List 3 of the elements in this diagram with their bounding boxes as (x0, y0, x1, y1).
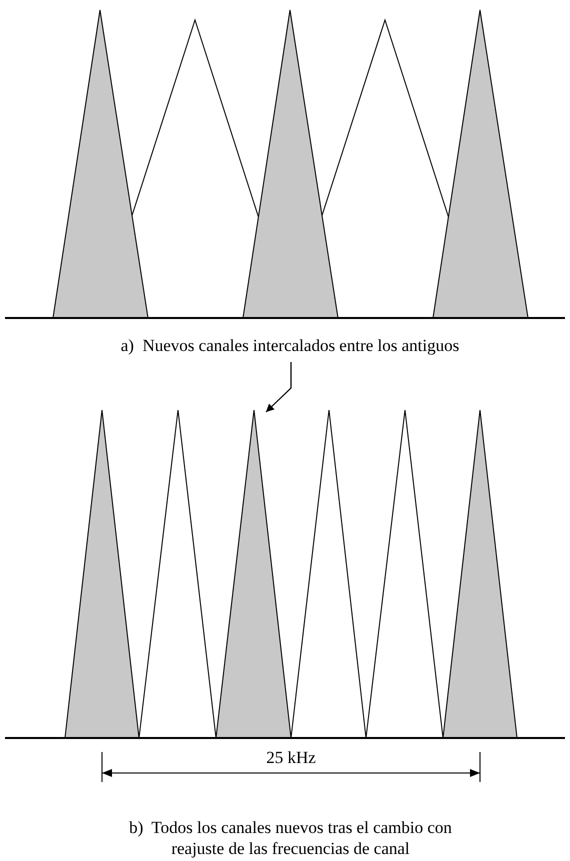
dimension-label: 25 kHz (265, 747, 317, 768)
caption: a) Nuevos canales intercalados entre los antiguos (120, 335, 460, 356)
caption: b) Todos los canales nuevos tras el cambio con reajuste de las frecuencias de canal (128, 817, 453, 859)
